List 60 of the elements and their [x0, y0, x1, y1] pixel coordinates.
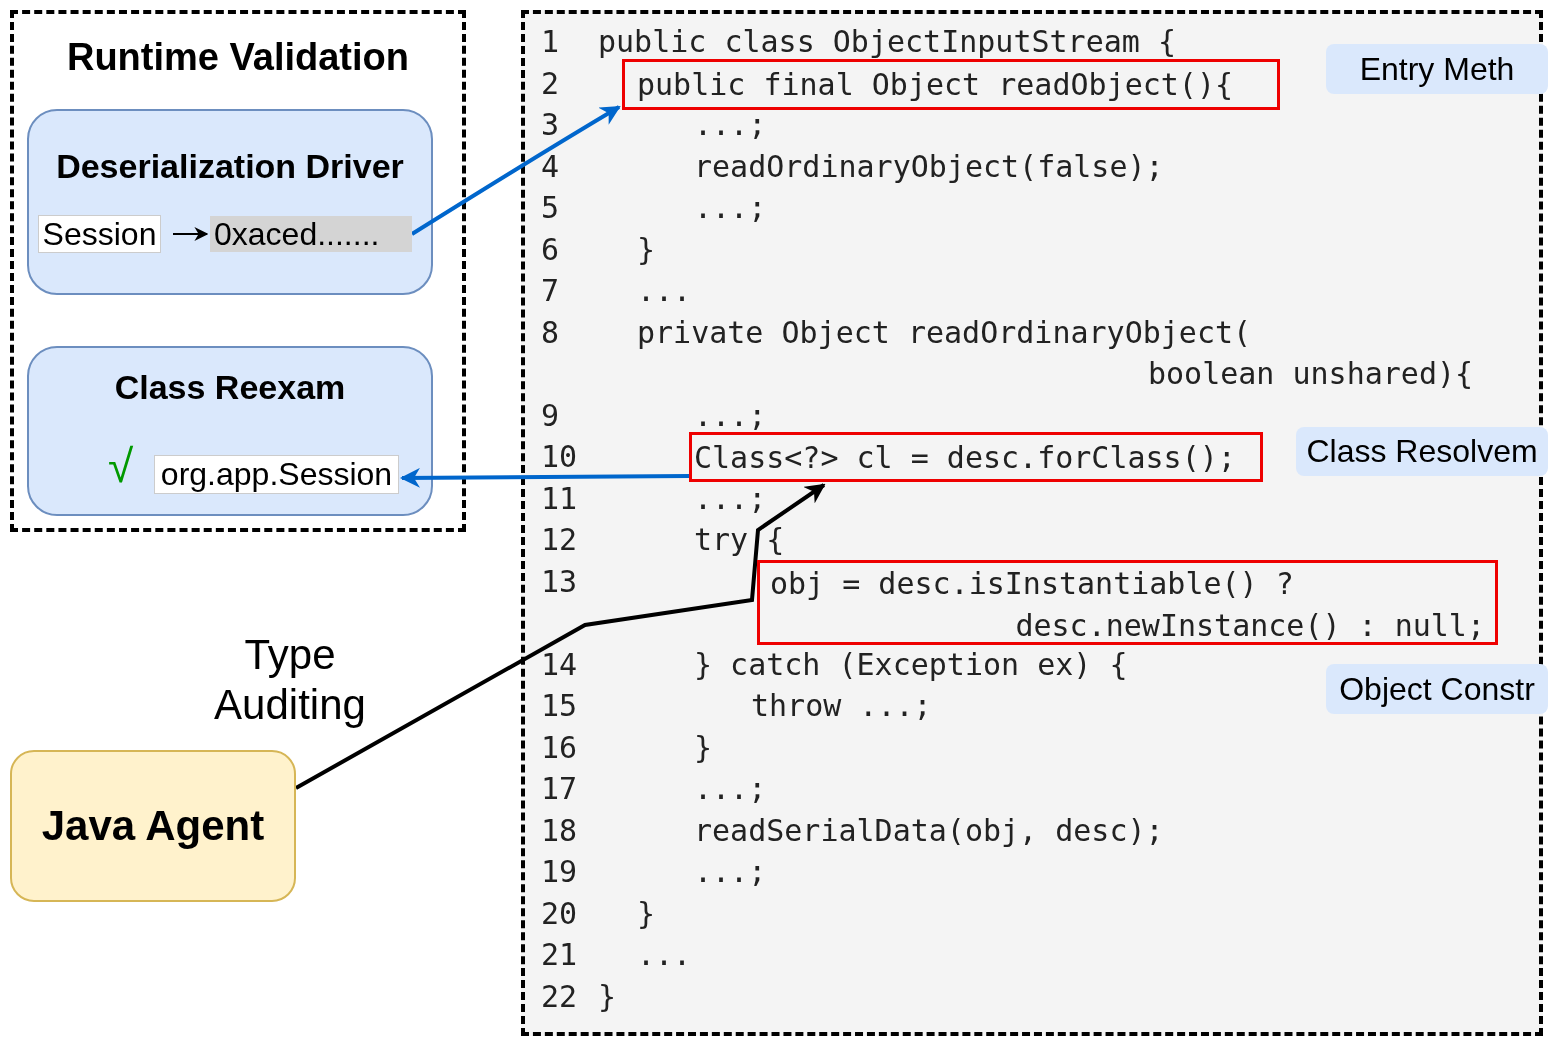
- code-panel: [521, 10, 1543, 1036]
- check-mark: √: [108, 440, 134, 492]
- line-number: 2: [541, 65, 560, 102]
- code-line: ...;: [694, 107, 767, 143]
- code-line: }: [637, 895, 656, 932]
- panel-title: Class Reexam: [113, 368, 347, 407]
- line-number: 14: [541, 646, 578, 683]
- line-number: 6: [541, 231, 560, 268]
- class-name-box: org.app.Session: [154, 455, 399, 494]
- arrow: [172, 227, 209, 241]
- code-line: ...;: [694, 854, 767, 890]
- line-number: 10: [541, 439, 578, 475]
- code-line: ...;: [694, 397, 767, 434]
- line-number: 8: [541, 314, 560, 351]
- code-line: } catch (Exception ex) {: [694, 646, 1128, 683]
- line-number: 1: [541, 24, 560, 60]
- line-number: 19: [541, 854, 578, 890]
- byte-stream-box: 0xaced.......: [210, 216, 412, 252]
- code-line: ...;: [694, 190, 767, 226]
- line-number: 17: [541, 771, 578, 807]
- code-line: ...: [637, 273, 692, 309]
- code-line: private Object readOrdinaryObject(: [637, 314, 1252, 351]
- line-number: 15: [541, 688, 578, 724]
- code-highlight-box: Class<?> cl = desc.forClass();: [689, 432, 1263, 482]
- line-number: 20: [541, 895, 578, 932]
- group-title: Runtime Validation: [65, 36, 410, 79]
- line-number: 22: [541, 978, 578, 1015]
- line-number: 9: [541, 397, 560, 434]
- code-line: }: [637, 231, 656, 268]
- rounded-panel: [27, 346, 433, 516]
- code-line: boolean unshared){: [1148, 356, 1474, 392]
- line-number: 13: [541, 563, 578, 600]
- line-number: 4: [541, 148, 560, 185]
- agent-box: Java Agent: [10, 750, 296, 902]
- line-number: 3: [541, 107, 560, 143]
- code-line: public class ObjectInputStream {: [598, 24, 1176, 60]
- code-line: }: [598, 978, 617, 1015]
- line-number: 12: [541, 522, 578, 558]
- code-line: readOrdinaryObject(false);: [694, 148, 1164, 185]
- dashed-group-frame: [10, 10, 466, 532]
- code-line: throw ...;: [751, 688, 932, 724]
- code-line: ...;: [694, 771, 767, 807]
- rounded-panel: [27, 109, 433, 295]
- arrow: [295, 483, 826, 790]
- code-line: readSerialData(obj, desc);: [694, 812, 1164, 849]
- code-line: }: [694, 729, 713, 766]
- code-line: ...: [637, 937, 692, 973]
- line-number: 7: [541, 273, 560, 309]
- line-number: 18: [541, 812, 578, 849]
- arrow: [400, 467, 689, 488]
- code-line: ...;: [694, 480, 767, 517]
- line-number: 5: [541, 190, 560, 226]
- class-name-box: Session: [38, 215, 161, 253]
- line-number: 11: [541, 480, 578, 517]
- code-highlight-box: obj = desc.isInstantiable() ? desc.newInstance() : null;: [757, 560, 1498, 645]
- line-number: 21: [541, 937, 578, 973]
- line-number: 16: [541, 729, 578, 766]
- code-highlight-box: public final Object readObject(){: [622, 59, 1280, 110]
- code-line: try {: [694, 522, 785, 558]
- panel-title: Deserialization Driver: [55, 147, 405, 186]
